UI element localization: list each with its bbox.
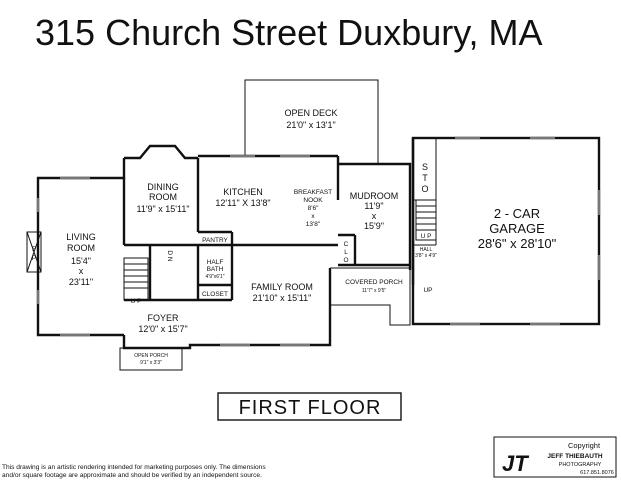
room-open-porch: OPEN PORCH 9'1" x 3'3" bbox=[134, 353, 168, 366]
jt-logo: JT bbox=[502, 451, 529, 476]
room-garage: 2 - CAR GARAGE 28'6" x 28'10" bbox=[478, 206, 557, 251]
breakfast-dim-1: 8'6" bbox=[308, 205, 319, 212]
mudroom-name: MUDROOM bbox=[350, 191, 399, 201]
mudroom-dim-3: 15'9" bbox=[364, 221, 384, 231]
breakfast-name-2: NOOK bbox=[303, 197, 323, 204]
breakfast-dim-2: x bbox=[311, 213, 315, 220]
living-dim-3: 23'11" bbox=[69, 277, 93, 287]
copyright-block: JT Copyright JEFF THIEBAUTH PHOTOGRAPHY … bbox=[493, 436, 617, 478]
covered-porch-dims: 11'7" x 9'5" bbox=[362, 288, 386, 294]
fireplace-letter-f: F bbox=[32, 246, 36, 253]
kitchen-name: KITCHEN bbox=[223, 187, 263, 197]
clo-letter-c: C bbox=[344, 241, 349, 248]
mudroom-dim-1: 11'9" bbox=[364, 201, 383, 211]
closet-label: CLOSET bbox=[202, 291, 228, 298]
breakfast-dim-3: 13'8" bbox=[306, 221, 321, 228]
garage-name-1: 2 - CAR bbox=[494, 206, 540, 221]
copyright-word: Copyright bbox=[568, 441, 601, 450]
open-deck-name: OPEN DECK bbox=[284, 108, 337, 118]
garage-dims: 28'6" x 28'10" bbox=[478, 236, 557, 251]
room-breakfast-nook: BREAKFAST NOOK 8'6" x 13'8" bbox=[294, 189, 332, 228]
open-porch-dims: 9'1" x 3'3" bbox=[140, 360, 162, 366]
room-hall: HALL 3'8" x 4'9" bbox=[415, 247, 437, 259]
copyright-brand: JEFF THIEBAUTH bbox=[547, 453, 603, 460]
garage-name-2: GARAGE bbox=[489, 221, 545, 236]
room-dining: DINING ROOM 11'9" x 15'11" bbox=[136, 182, 189, 214]
living-name-2: ROOM bbox=[67, 243, 95, 253]
living-dim-2: x bbox=[79, 266, 84, 276]
fireplace-letter-p: P bbox=[32, 255, 36, 262]
living-dim-1: 15'4" bbox=[71, 256, 91, 266]
family-dims: 21'10" x 15'11" bbox=[253, 293, 312, 303]
storage-letter-o: O bbox=[421, 184, 428, 194]
room-covered-porch: COVERED PORCH 11'7" x 9'5" bbox=[345, 279, 403, 294]
disclaimer-line-1: This drawing is an artistic rendering in… bbox=[2, 464, 266, 471]
dining-name-1: DINING bbox=[147, 182, 179, 192]
stair-down: D N bbox=[166, 250, 173, 262]
hall-name: HALL bbox=[420, 247, 433, 253]
half-bath-dims: 4'9"x6'1" bbox=[205, 274, 224, 280]
covered-porch-name: COVERED PORCH bbox=[345, 279, 403, 286]
living-name-1: LIVING bbox=[66, 232, 96, 242]
room-mudroom: MUDROOM 11'9" x 15'9" bbox=[350, 191, 399, 231]
room-kitchen: KITCHEN 12'11" X 13'8" bbox=[215, 187, 270, 208]
family-name: FAMILY ROOM bbox=[251, 282, 313, 292]
walls bbox=[26, 79, 601, 371]
mudroom-dim-2: x bbox=[372, 211, 377, 221]
room-foyer: FOYER 12'0" x 15'7" bbox=[138, 313, 187, 334]
stair-up-living: U P bbox=[131, 298, 142, 305]
clo-letter-o: O bbox=[343, 257, 348, 264]
clo-letter-l: L bbox=[344, 249, 348, 256]
floor-label-box bbox=[217, 392, 402, 421]
dining-name-2: ROOM bbox=[149, 192, 177, 202]
open-deck-dims: 21'0" x 13'1" bbox=[286, 120, 335, 130]
room-half-bath: HALF BATH 4'9"x6'1" bbox=[205, 259, 224, 280]
foyer-dims: 12'0" x 15'7" bbox=[138, 324, 187, 334]
breakfast-name-1: BREAKFAST bbox=[294, 189, 332, 196]
half-bath-name-1: HALF bbox=[207, 259, 224, 266]
half-bath-name-2: BATH bbox=[207, 266, 224, 273]
pantry-label: PANTRY bbox=[202, 237, 228, 244]
page-title: 315 Church Street Duxbury, MA bbox=[35, 12, 543, 53]
fireplace-label: F P bbox=[32, 246, 36, 262]
room-open-deck: OPEN DECK 21'0" x 13'1" bbox=[284, 108, 337, 130]
copyright-phone: 617.851.8076 bbox=[580, 470, 614, 476]
open-porch-name: OPEN PORCH bbox=[134, 353, 168, 359]
room-family: FAMILY ROOM 21'10" x 15'11" bbox=[251, 282, 313, 303]
foyer-name: FOYER bbox=[147, 313, 179, 323]
hall-dims: 3'8" x 4'9" bbox=[415, 253, 437, 259]
stair-up-garage: U P bbox=[421, 233, 432, 240]
disclaimer-line-2: and/or square footage are approximate an… bbox=[2, 472, 262, 479]
storage-label: S T O bbox=[421, 162, 428, 194]
dining-dims: 11'9" x 15'11" bbox=[136, 204, 189, 214]
storage-letter-t: T bbox=[422, 173, 428, 183]
copyright-sub: PHOTOGRAPHY bbox=[559, 462, 602, 468]
windows bbox=[36, 136, 601, 347]
kitchen-dims: 12'11" X 13'8" bbox=[215, 198, 270, 208]
room-living: LIVING ROOM 15'4" x 23'11" bbox=[66, 232, 96, 287]
closet-mudroom-label: C L O bbox=[343, 241, 348, 264]
copyright-box bbox=[493, 436, 617, 478]
floor-label: FIRST FLOOR bbox=[239, 397, 382, 419]
stair-up-porch: UP bbox=[423, 287, 432, 294]
storage-letter-s: S bbox=[422, 162, 428, 172]
